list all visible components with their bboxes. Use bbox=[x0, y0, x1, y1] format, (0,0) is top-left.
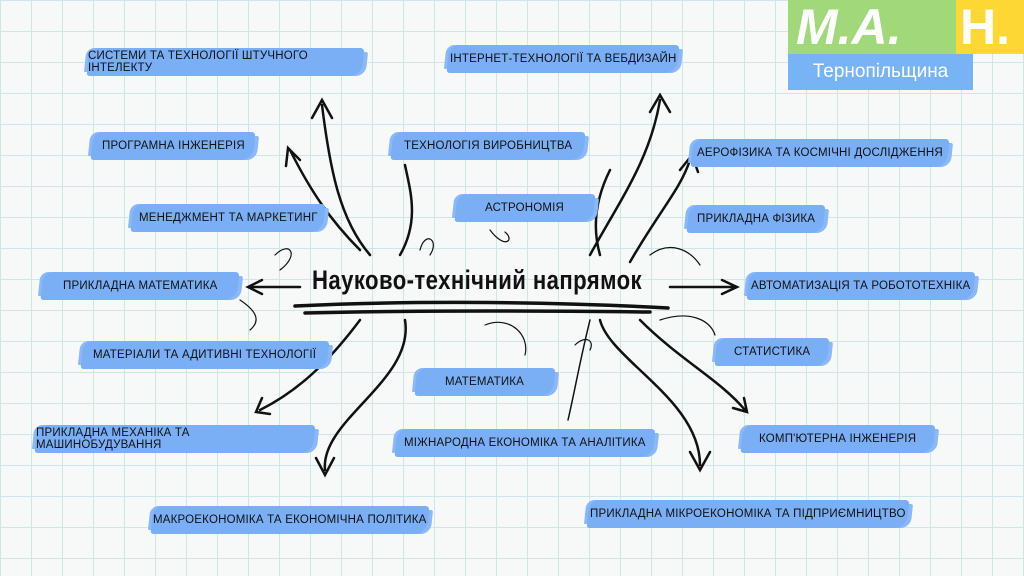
arrow bbox=[310, 97, 372, 257]
branch-production: Технологія виробництва bbox=[390, 132, 586, 160]
arrow bbox=[284, 145, 362, 252]
arrow bbox=[398, 163, 414, 257]
branch-label: Статистика bbox=[733, 346, 811, 358]
branch-software: Програмна інженерія bbox=[90, 132, 256, 160]
arrow bbox=[254, 318, 362, 416]
branch-astronomy: Астрономія bbox=[454, 194, 596, 222]
branch-computer-eng: Комп'ютерна інженерія bbox=[740, 425, 936, 453]
branch-automation: Автоматизація та робототехніка bbox=[746, 272, 976, 300]
arrow bbox=[668, 278, 740, 296]
branch-label: Прикладна механіка та машинобудування bbox=[36, 427, 190, 451]
branch-applied-physics: Прикладна фізика bbox=[686, 205, 826, 233]
logo-region: Тернопільщина bbox=[788, 54, 973, 90]
branch-applied-math: Прикладна математика bbox=[40, 272, 240, 300]
branch-label: Прикладна фізика bbox=[696, 213, 816, 225]
title-underline bbox=[293, 300, 670, 315]
arrow bbox=[588, 92, 672, 257]
branch-mechanics: Прикладна механіка та машинобудування bbox=[34, 425, 316, 453]
branch-label: Макроекономіка та економічна політика bbox=[153, 514, 427, 526]
branch-management: Менеджмент та маркетинг bbox=[130, 204, 326, 232]
branch-ai: Системи та технології штучного інтелекту bbox=[86, 48, 365, 76]
arrow bbox=[638, 318, 749, 414]
branch-label: Комп'ютерна інженерія bbox=[759, 433, 917, 445]
arrow bbox=[245, 278, 302, 296]
logo-mark: M.A. bbox=[788, 0, 956, 54]
arrow bbox=[598, 318, 712, 473]
branch-label: Автоматизація та робототехніка bbox=[751, 280, 971, 292]
logo-mark-h: H. bbox=[956, 0, 1024, 54]
branch-label: Астрономія bbox=[485, 202, 565, 214]
branch-label: Технологія виробництва bbox=[403, 140, 573, 152]
branch-label: Системи та технології штучного інтелекту bbox=[88, 50, 308, 74]
arrow bbox=[628, 152, 700, 264]
arrow bbox=[314, 318, 407, 478]
branch-aerophysics: Аерофізика та космічні дослідження bbox=[690, 139, 950, 167]
man-logo: M.A.H. Тернопільщина bbox=[788, 0, 1024, 90]
branch-statistics: Статистика bbox=[714, 338, 830, 366]
branch-label: Програмна інженерія bbox=[101, 140, 245, 152]
branch-mathematics: Математика bbox=[414, 368, 556, 396]
branch-materials: Матеріали та адитивні технології bbox=[80, 341, 330, 369]
branch-label: Міжнародна економіка та аналітика bbox=[404, 437, 646, 449]
central-topic: Науково-технічний напрямок bbox=[312, 265, 643, 295]
branch-web: Інтернет-технології та вебдизайн bbox=[446, 45, 680, 73]
branch-label: Аерофізика та космічні дослідження bbox=[697, 147, 943, 159]
branch-label: Матеріали та адитивні технології bbox=[93, 349, 317, 361]
arrow bbox=[567, 319, 591, 421]
arrow bbox=[594, 168, 612, 257]
branch-macroeconomics: Макроекономіка та економічна політика bbox=[150, 506, 430, 534]
branch-label: Інтернет-технології та вебдизайн bbox=[449, 53, 677, 65]
branch-label: Прикладна мікроекономіка та підприємницт… bbox=[590, 508, 906, 520]
branch-label: Прикладна математика bbox=[62, 280, 218, 292]
branch-label: Математика bbox=[445, 376, 525, 388]
branch-label: Менеджмент та маркетинг bbox=[138, 212, 318, 224]
branch-microeconomics: Прикладна мікроекономіка та підприємницт… bbox=[586, 500, 910, 528]
branch-intl-economics: Міжнародна економіка та аналітика bbox=[394, 429, 656, 457]
